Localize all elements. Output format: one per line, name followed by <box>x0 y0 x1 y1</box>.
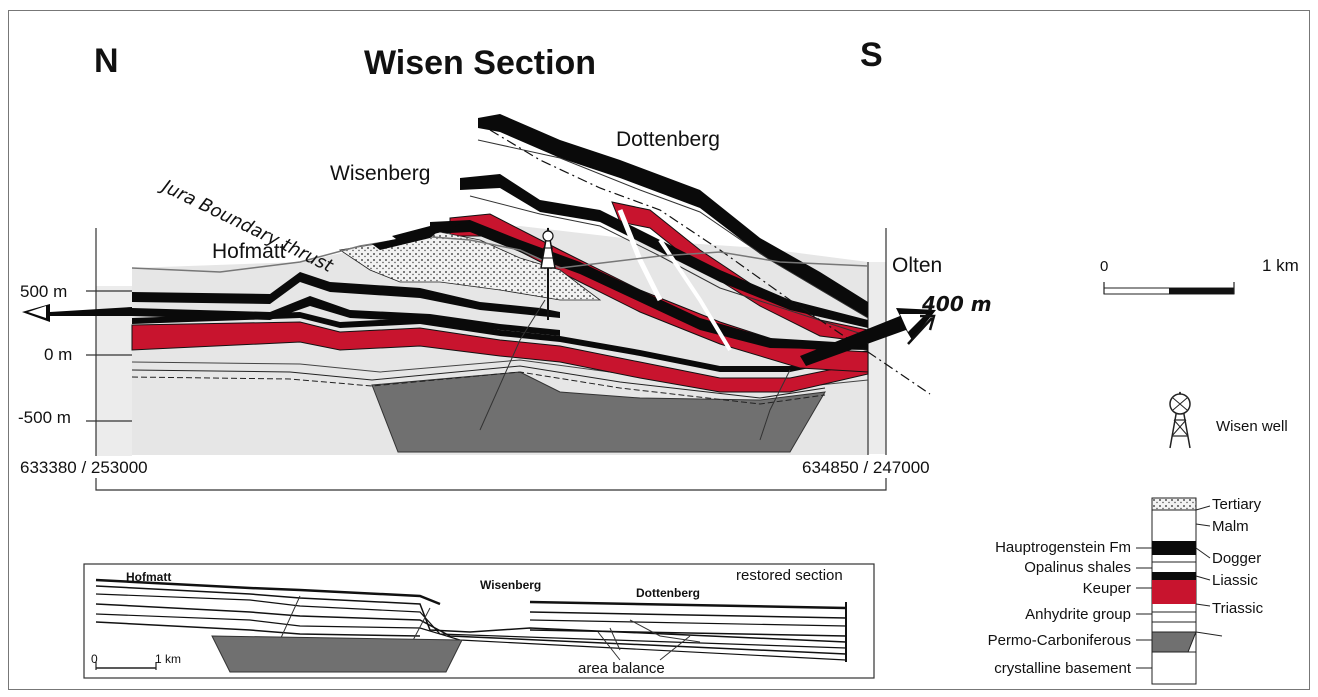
strat-anhydrite: Anhydrite group <box>1025 606 1131 623</box>
col-liassic <box>1152 572 1196 580</box>
col-permo <box>1152 632 1196 652</box>
strat-keuper: Keuper <box>1083 580 1131 597</box>
olten-label: Olten <box>892 254 942 278</box>
well-legend-label: Wisen well <box>1216 418 1288 435</box>
dottenberg-label: Dottenberg <box>616 128 720 152</box>
restored-scale-start: 0 <box>91 652 98 666</box>
south-label: S <box>860 36 883 75</box>
scale-end: 1 km <box>1262 256 1299 276</box>
strat-basement: crystalline basement <box>994 660 1131 677</box>
col-hauptrogenstein <box>1152 541 1196 555</box>
col-keuper <box>1152 580 1196 604</box>
top-scale-bar <box>1104 282 1234 294</box>
strat-hauptrogenstein: Hauptrogenstein Fm <box>995 539 1131 556</box>
scale-start: 0 <box>1100 258 1108 275</box>
strat-malm: Malm <box>1212 518 1249 535</box>
section-title: Wisen Section <box>364 44 596 83</box>
derrick-icon <box>1170 392 1190 448</box>
strat-tertiary: Tertiary <box>1212 496 1261 513</box>
hofmatt-label: Hofmatt <box>212 240 286 264</box>
area-balance-label: area balance <box>578 660 665 677</box>
depth-tick-0: 0 m <box>44 345 72 365</box>
strat-permo: Permo-Carboniferous <box>988 632 1131 649</box>
strat-liassic: Liassic <box>1212 572 1258 589</box>
wisenberg-label: Wisenberg <box>330 162 430 186</box>
displacement-label: 400 m <box>922 292 992 316</box>
strat-opalinus: Opalinus shales <box>1024 559 1131 576</box>
coordinate-bracket <box>96 478 886 490</box>
strat-dogger: Dogger <box>1212 550 1261 567</box>
depth-tick-500: 500 m <box>20 282 67 302</box>
depth-tick-neg500: -500 m <box>18 408 71 428</box>
strat-column <box>1152 498 1196 684</box>
strat-triassic: Triassic <box>1212 600 1263 617</box>
restored-title: restored section <box>736 567 843 584</box>
restored-dottenberg: Dottenberg <box>636 586 700 600</box>
col-tertiary <box>1152 498 1196 510</box>
right-fringe <box>868 262 886 454</box>
north-label: N <box>94 42 119 81</box>
restored-scale-end: 1 km <box>155 652 181 666</box>
restored-basement <box>212 636 462 672</box>
coord-left: 633380 / 253000 <box>20 458 148 478</box>
coord-right: 634850 / 247000 <box>802 458 930 478</box>
restored-hofmatt: Hofmatt <box>126 570 171 584</box>
restored-wisenberg: Wisenberg <box>480 578 541 592</box>
